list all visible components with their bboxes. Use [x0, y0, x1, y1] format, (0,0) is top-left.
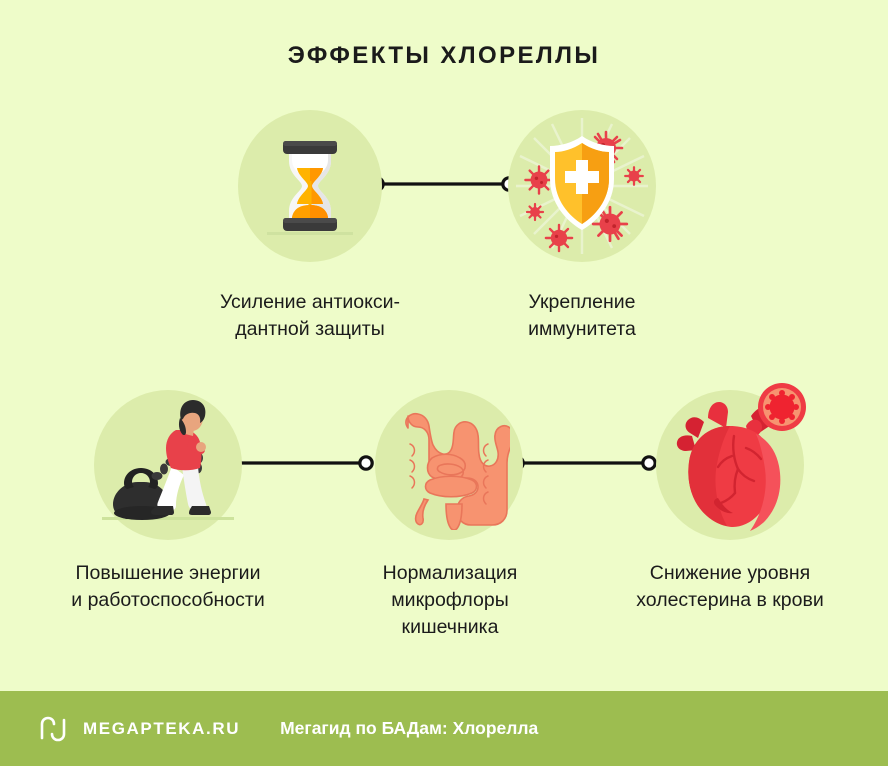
footer-brand: MEGAPTEKA.RU [83, 718, 241, 738]
node-microflora-caption: Нормализация микрофлоры кишечника [382, 562, 518, 638]
footer-caption: Мегагид по БАДам: Хлорелла [280, 718, 539, 738]
blood-vessel-badge [758, 383, 806, 431]
shield-virus-icon [508, 110, 656, 262]
footer-bar: MEGAPTEKA.RU Мегагид по БАДам: Хлорелла [0, 691, 888, 766]
connector-energy-microflora [226, 455, 374, 471]
hourglass-icon [238, 110, 382, 262]
woman-pulling-weight-icon [94, 390, 242, 540]
connector-microflora-cholesterol [509, 455, 657, 471]
node-energy-caption: Повышение энергии и работоспособности [71, 562, 265, 611]
page-title: Эффекты хлореллы [287, 42, 601, 69]
node-antioxidant-caption: Усиление антиокси- дантной защиты [219, 291, 401, 340]
intestines-icon [375, 390, 523, 540]
node-cholesterol-caption: Снижение уровня холестерина в крови [636, 562, 824, 611]
heart-icon [646, 378, 814, 544]
megapteka-m-logo [40, 716, 66, 741]
node-immunity-caption: Укрепление иммунитета [528, 291, 636, 340]
connector-antioxidant-immunity [369, 176, 517, 192]
